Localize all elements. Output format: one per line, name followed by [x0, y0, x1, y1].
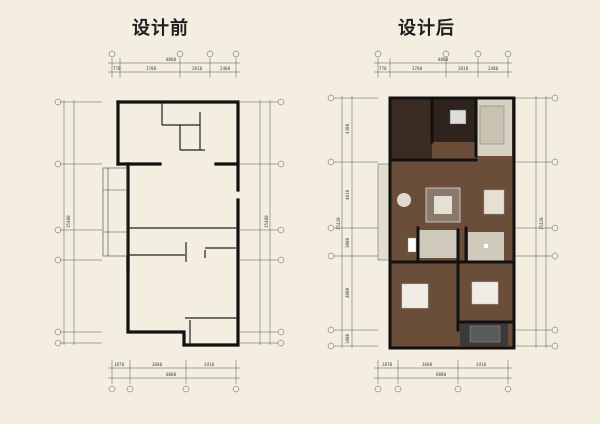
after-dim-sides: [334, 96, 552, 348]
bed-1: [401, 283, 429, 309]
before-top-seg-2: 3700: [146, 66, 157, 71]
after-top-seg-3: 2010: [458, 66, 469, 71]
after-dim-bottom: [374, 360, 512, 384]
bathtub: [407, 237, 417, 253]
before-dim-sides: [60, 100, 278, 345]
before-top-seg-3: 2010: [192, 66, 203, 71]
after-top-seg-2: 3700: [412, 66, 423, 71]
before-balcony: [102, 167, 128, 257]
after-furniture: [397, 105, 505, 343]
after-side-seg-3: 3000: [345, 237, 350, 248]
after-top-seg-1: 770: [379, 66, 387, 71]
before-left-total: 15400: [66, 215, 71, 228]
before-right-total: 15400: [264, 215, 269, 228]
armchair: [397, 193, 411, 207]
before-bottom-seg-2: 3600: [152, 362, 163, 367]
after-dim-top: [374, 58, 512, 78]
after-bottom-seg-2: 3600: [422, 362, 433, 367]
after-top-seg-4: 2400: [488, 66, 499, 71]
kitchen-counter: [449, 109, 467, 125]
before-bottom-seg-1: 1870: [114, 362, 125, 367]
bed-2: [471, 281, 499, 305]
after-right-total: 15420: [539, 217, 544, 230]
after-side-seg-5: 1800: [345, 333, 350, 344]
after-side-seg-1: 4300: [345, 123, 350, 134]
kitchen-island: [479, 105, 505, 145]
after-top-total: 8880: [438, 57, 449, 62]
before-grid-bubbles: [54, 98, 285, 347]
before-top-total: 8880: [166, 57, 177, 62]
after-bottom-seg-3: 3410: [476, 362, 487, 367]
before-bottom-total: 8880: [166, 372, 177, 377]
before-walls: [116, 100, 240, 347]
title-after-design: 设计后: [398, 18, 455, 39]
after-balcony: [377, 163, 391, 261]
before-top-seg-4: 2400: [220, 66, 231, 71]
before-bottom-seg-3: 3410: [204, 362, 215, 367]
before-top-seg-1: 770: [113, 66, 121, 71]
after-bottom-seg-1: 1870: [382, 362, 393, 367]
after-walls: [388, 96, 516, 350]
before-dim-bottom: [108, 360, 240, 384]
plan-after: 8880 770 3700 2010 2400: [327, 50, 559, 393]
title-before-design: 设计前: [132, 18, 189, 39]
after-left-total: 15420: [336, 217, 341, 230]
before-dim-top: [108, 58, 240, 78]
after-side-seg-2: 4010: [345, 189, 350, 200]
dining-table: [483, 189, 505, 215]
plan-before: 8880 770 3700 2010 2400: [54, 50, 285, 393]
after-bottom-total: 8880: [436, 372, 447, 377]
toilet: [482, 242, 490, 250]
study-desk: [469, 325, 501, 343]
before-partitions: [128, 102, 238, 344]
coffee-table: [434, 196, 452, 214]
after-side-seg-4: 4000: [345, 287, 350, 298]
